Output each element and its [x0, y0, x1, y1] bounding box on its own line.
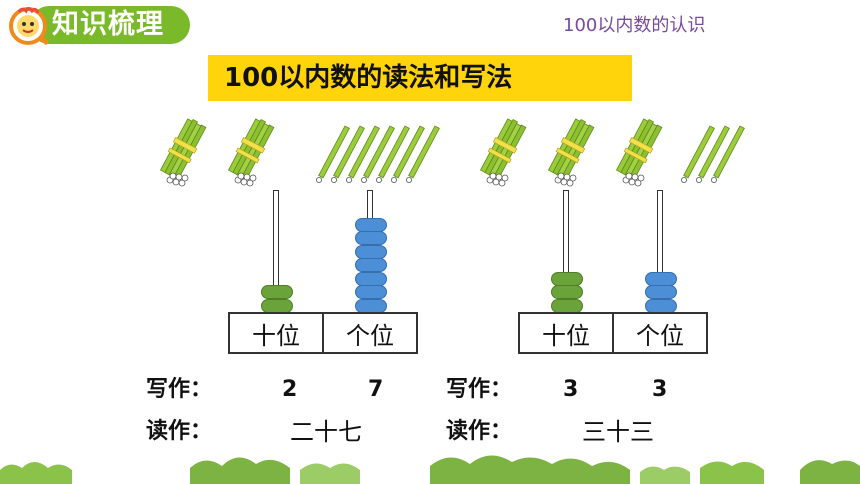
ones-bead	[355, 285, 387, 299]
page-title: 知识梳理	[52, 9, 164, 40]
tens-bead	[261, 285, 293, 299]
tens-bead	[551, 285, 583, 299]
right-read-value: 三十三	[582, 418, 654, 446]
right-write-ones-digit: 3	[652, 377, 668, 402]
topic-title: 100以内数的认识	[563, 15, 706, 36]
ones-bead	[355, 217, 387, 232]
left-read-label: 读作：	[146, 419, 213, 444]
tens-place-label: 十位	[542, 321, 590, 350]
tens-bead	[551, 271, 583, 286]
ones-bead	[645, 285, 677, 299]
left-write-ones-digit: 7	[368, 377, 384, 402]
ones-place-label: 个位	[612, 314, 706, 352]
tens-place-label: 十位	[252, 321, 300, 350]
right-read-label: 读作：	[446, 419, 513, 444]
ones-bead	[355, 271, 387, 286]
grass-decoration	[0, 455, 860, 484]
place-value-table: 十位 个位	[228, 312, 418, 354]
header: 知识梳理 100以内数的认识	[0, 0, 860, 52]
stick-bundles-illustration	[158, 115, 745, 187]
abacus-right: 十位 个位	[518, 190, 708, 356]
left-read-value: 二十七	[290, 418, 362, 446]
tens-bead	[261, 298, 293, 313]
banner-text: 100以内数的读法和写法	[224, 63, 513, 93]
place-value-table: 十位 个位	[518, 312, 708, 354]
title-pill	[30, 6, 190, 44]
ones-bead	[645, 298, 677, 313]
section-banner: 100以内数的读法和写法	[208, 55, 632, 101]
ones-place-label: 个位	[322, 314, 416, 352]
right-write-tens-digit: 3	[563, 377, 579, 402]
ones-bead	[355, 244, 387, 259]
tens-bead	[551, 298, 583, 313]
left-write-label: 写作：	[146, 377, 213, 402]
ones-bead	[355, 231, 387, 245]
right-write-label: 写作：	[446, 377, 513, 402]
left-write-tens-digit: 2	[282, 377, 298, 402]
ones-bead	[355, 298, 387, 313]
magnifier-mascot-icon	[9, 7, 49, 45]
ones-bead	[355, 258, 387, 272]
ones-bead	[645, 271, 677, 286]
abacus-left: 十位 个位	[228, 190, 418, 356]
